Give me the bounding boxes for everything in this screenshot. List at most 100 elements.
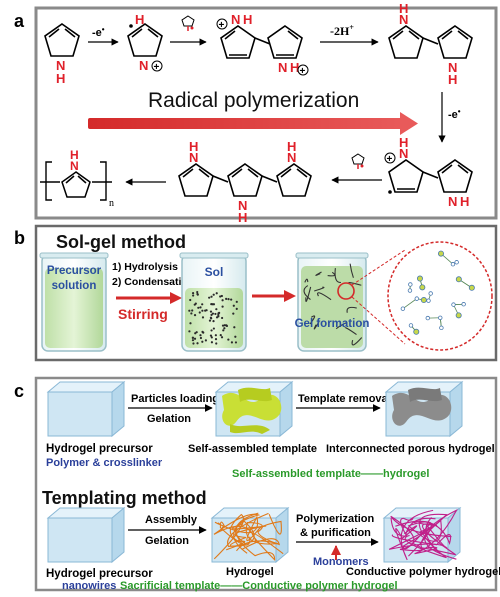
sol-particle: [235, 307, 238, 310]
svg-text:+: +: [300, 66, 306, 77]
sol-particle: [230, 341, 234, 344]
polymerization-label: Polymerization: [296, 513, 375, 525]
sol-particle: [232, 312, 235, 315]
mol-atom: [419, 284, 426, 291]
cube-self-assembled-template: [214, 380, 294, 438]
mol-atom: [414, 296, 419, 301]
mol-atom: [408, 282, 413, 287]
svg-text:H: H: [460, 194, 469, 209]
wire: [395, 509, 434, 561]
gelation-arrow: [252, 290, 296, 302]
terpyrrole: N H N H N H: [178, 139, 312, 225]
svg-text:H: H: [243, 12, 252, 27]
sol-particle: [234, 335, 237, 338]
svg-text:H: H: [287, 139, 296, 154]
hydrolysis-step: 1) Hydrolysis: [112, 261, 178, 273]
panel-c-frame: [34, 376, 498, 592]
particles-loading-label: Particles loading: [131, 393, 219, 405]
gel-strand: [344, 327, 357, 336]
molecular-network: [400, 250, 475, 335]
gel-strand: [349, 263, 354, 278]
svg-text:N: N: [56, 58, 65, 73]
sol-particle: [227, 298, 230, 301]
wire: [241, 513, 282, 551]
nanowires-label: nanowires: [62, 580, 116, 592]
stirring-label: Stirring: [118, 306, 168, 322]
radical-cation: H N +: [127, 12, 163, 73]
mol-atom: [461, 302, 466, 307]
mol-atom: [437, 250, 444, 257]
panel-a: a N H -e• H N +: [14, 1, 498, 225]
sol-particle: [232, 304, 235, 307]
svg-text:N: N: [278, 60, 287, 75]
sol-particle: [189, 322, 192, 325]
wire: [213, 513, 246, 560]
porous-hydrogel-label: Interconnected porous hydrogel: [326, 443, 495, 455]
svg-text:H: H: [290, 60, 299, 75]
svg-text:N: N: [399, 146, 408, 161]
sol-particle: [214, 334, 217, 337]
svg-text:H: H: [56, 71, 65, 86]
svg-text:H: H: [399, 1, 408, 16]
radical-dimer-cation: N H + N H: [384, 135, 473, 209]
sol-particle: [199, 306, 202, 309]
stirring-arrow: [116, 292, 182, 304]
cube-conductive-polymer: [382, 506, 462, 564]
cube-hydrogel-precursor-bottom: [46, 506, 126, 564]
mol-atom: [420, 297, 427, 304]
pyrrole-monomer: N H: [44, 23, 80, 86]
cube-porous-hydrogel: [384, 380, 464, 438]
sol-particle: [188, 309, 191, 312]
wire: [236, 522, 279, 552]
sol-particle: [220, 294, 223, 298]
svg-text:N: N: [231, 12, 240, 27]
sol-particle: [208, 296, 211, 299]
sol-particle: [210, 329, 213, 332]
mol-atom: [455, 312, 462, 319]
wire: [214, 515, 260, 542]
precursor-label-line1: Precursor: [47, 265, 102, 277]
gel-strand: [346, 306, 357, 313]
sol-particle: [212, 320, 215, 323]
gel-formation-label: Gel formation: [295, 318, 370, 330]
gel-network: [303, 263, 363, 346]
sol-particle: [230, 298, 233, 301]
self-assembled-template-label: Self-assembled template: [188, 443, 317, 455]
mol-atom: [425, 315, 430, 321]
templating-method-title: Templating method: [42, 488, 207, 508]
purification-label: & purification: [300, 527, 371, 539]
svg-text:+: +: [154, 62, 160, 73]
route-sacrificial: Sacrificial template——Conductive polymer…: [120, 580, 398, 592]
sol-particle: [227, 338, 230, 341]
orange-nanowires: [213, 512, 284, 562]
panel-c: c Particles loading Gelation Template re…: [14, 376, 500, 592]
mol-atom: [400, 306, 406, 311]
sol-particle: [191, 336, 194, 339]
beaker-gel: Gel formation: [295, 252, 370, 352]
hydrogel-precursor-label-top: Hydrogel precursor: [46, 443, 153, 455]
sol-particle: [196, 292, 199, 296]
sol-particles: [188, 290, 238, 345]
svg-text:N: N: [189, 150, 198, 165]
mol-atom: [468, 284, 475, 291]
sol-particle: [210, 336, 213, 339]
sol-particle: [199, 336, 203, 340]
sol-particle: [191, 339, 195, 342]
mol-bond: [402, 298, 418, 310]
repeat-index-n: n: [109, 198, 114, 209]
svg-text:H: H: [399, 135, 408, 150]
gel-strand: [309, 315, 316, 325]
sol-particle: [212, 293, 215, 296]
cube-hydrogel-precursor-top: [46, 380, 126, 438]
sol-particle: [199, 334, 202, 337]
gel-strand: [335, 321, 348, 330]
dimer-dication: N H + N H +: [216, 12, 309, 77]
mol-atom: [450, 262, 456, 267]
wire: [388, 524, 448, 550]
sol-particle: [221, 305, 224, 308]
sol-particle: [210, 295, 213, 298]
wire: [229, 523, 267, 547]
sol-particle: [197, 306, 200, 309]
sol-particle: [233, 326, 236, 329]
polymer-crosslinker-label: Polymer & crosslinker: [46, 457, 163, 469]
